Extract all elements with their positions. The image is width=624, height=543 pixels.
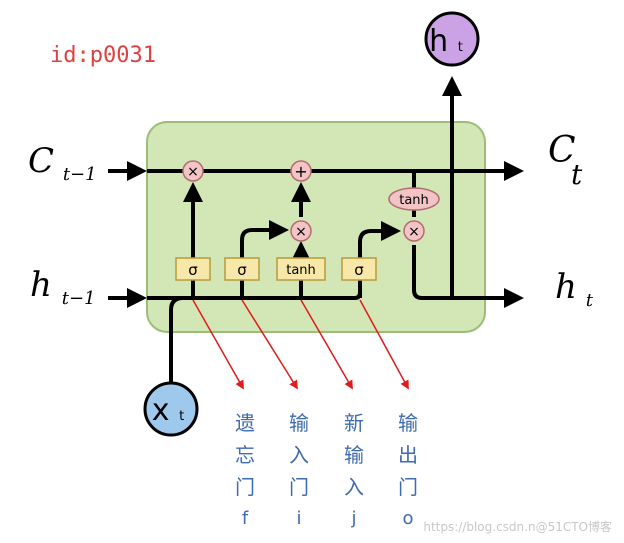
- h-prev-base: h: [30, 265, 52, 305]
- output-gate-to-mult: [358, 221, 401, 258]
- h-t-label: h t: [555, 267, 594, 311]
- new-input-annotation: 新 输 入 j: [344, 411, 364, 529]
- add-symbol: +: [294, 162, 307, 181]
- input-gate-box: σ: [224, 257, 260, 281]
- h-t-base: h: [555, 267, 577, 307]
- output-gate-label: σ: [354, 261, 364, 279]
- ht-top-base: h: [429, 24, 448, 59]
- annotation-char: 出: [398, 443, 418, 467]
- forget-gate-annotation: 遗 忘 门 f: [235, 411, 255, 529]
- annotation-char: 门: [289, 475, 309, 499]
- c-prev-base: C: [28, 141, 54, 181]
- output-annotation-arrow: [359, 299, 409, 390]
- annotation-char: 输: [344, 443, 364, 467]
- forget-annotation-arrow: [192, 299, 244, 390]
- cell-tanh-node: tanh: [388, 187, 440, 211]
- output-to-ht-line: [412, 245, 524, 308]
- annotation-var: o: [402, 508, 413, 529]
- c-t-base: C: [548, 130, 576, 171]
- c-prev-sub: t−1: [63, 164, 97, 185]
- c-prev-label: C t−1: [28, 141, 97, 185]
- annotation-char: 输: [398, 411, 418, 435]
- output-multiply-node: ×: [403, 220, 425, 242]
- h-t-sub: t: [586, 290, 594, 311]
- annotation-var: f: [242, 508, 249, 529]
- annotation-char: 门: [398, 475, 418, 499]
- xt-input-node: x t: [143, 381, 199, 437]
- forget-multiply-symbol: ×: [187, 164, 199, 180]
- add-node: +: [290, 160, 312, 182]
- ht-top-sub: t: [458, 40, 463, 55]
- watermark: https://blog.csdn.n@51CTO博客: [423, 519, 612, 534]
- new-input-box: tanh: [276, 257, 326, 281]
- c-t-sub: t: [571, 158, 583, 191]
- h-prev-label: h t−1: [30, 265, 96, 309]
- annotation-char: 新: [344, 411, 364, 435]
- annotation-char: 忘: [235, 443, 255, 467]
- c-t-label: C t: [548, 130, 587, 191]
- output-gate-box: σ: [341, 257, 377, 281]
- xt-base: x: [152, 393, 170, 428]
- annotation-char: 入: [289, 443, 309, 467]
- new-input-label: tanh: [286, 263, 316, 278]
- xt-sub: t: [179, 409, 184, 424]
- annotation-char: 遗: [235, 411, 255, 435]
- input-gate-to-mult: [240, 220, 289, 258]
- svg-text:x t: x t: [152, 393, 184, 428]
- x-input-line: [169, 296, 184, 385]
- new-input-annotation-arrow: [300, 299, 353, 390]
- forget-gate-label: σ: [188, 261, 198, 279]
- annotation-char: 输: [289, 411, 309, 435]
- h-prev-sub: t−1: [62, 288, 96, 309]
- input-gate-label: σ: [237, 261, 247, 279]
- annotation-var: j: [350, 508, 356, 529]
- annotation-char: 门: [235, 475, 255, 499]
- forget-gate-box: σ: [175, 257, 211, 281]
- annotation-var: i: [296, 508, 301, 529]
- id-label: id:p0031: [50, 43, 156, 68]
- cell-tanh-label: tanh: [399, 193, 429, 208]
- annotation-char: 入: [344, 475, 364, 499]
- output-multiply-symbol: ×: [408, 224, 420, 240]
- lstm-cell-box: [146, 121, 486, 333]
- ht-output-node: h t: [424, 11, 480, 67]
- input-multiply-symbol: ×: [295, 224, 307, 240]
- svg-text:h t: h t: [429, 24, 463, 59]
- input-multiply-node: ×: [290, 220, 312, 242]
- forget-multiply-node: ×: [182, 160, 204, 182]
- input-gate-annotation: 输 入 门 i: [289, 411, 309, 529]
- input-annotation-arrow: [241, 299, 298, 390]
- output-gate-annotation: 输 出 门 o: [398, 411, 418, 529]
